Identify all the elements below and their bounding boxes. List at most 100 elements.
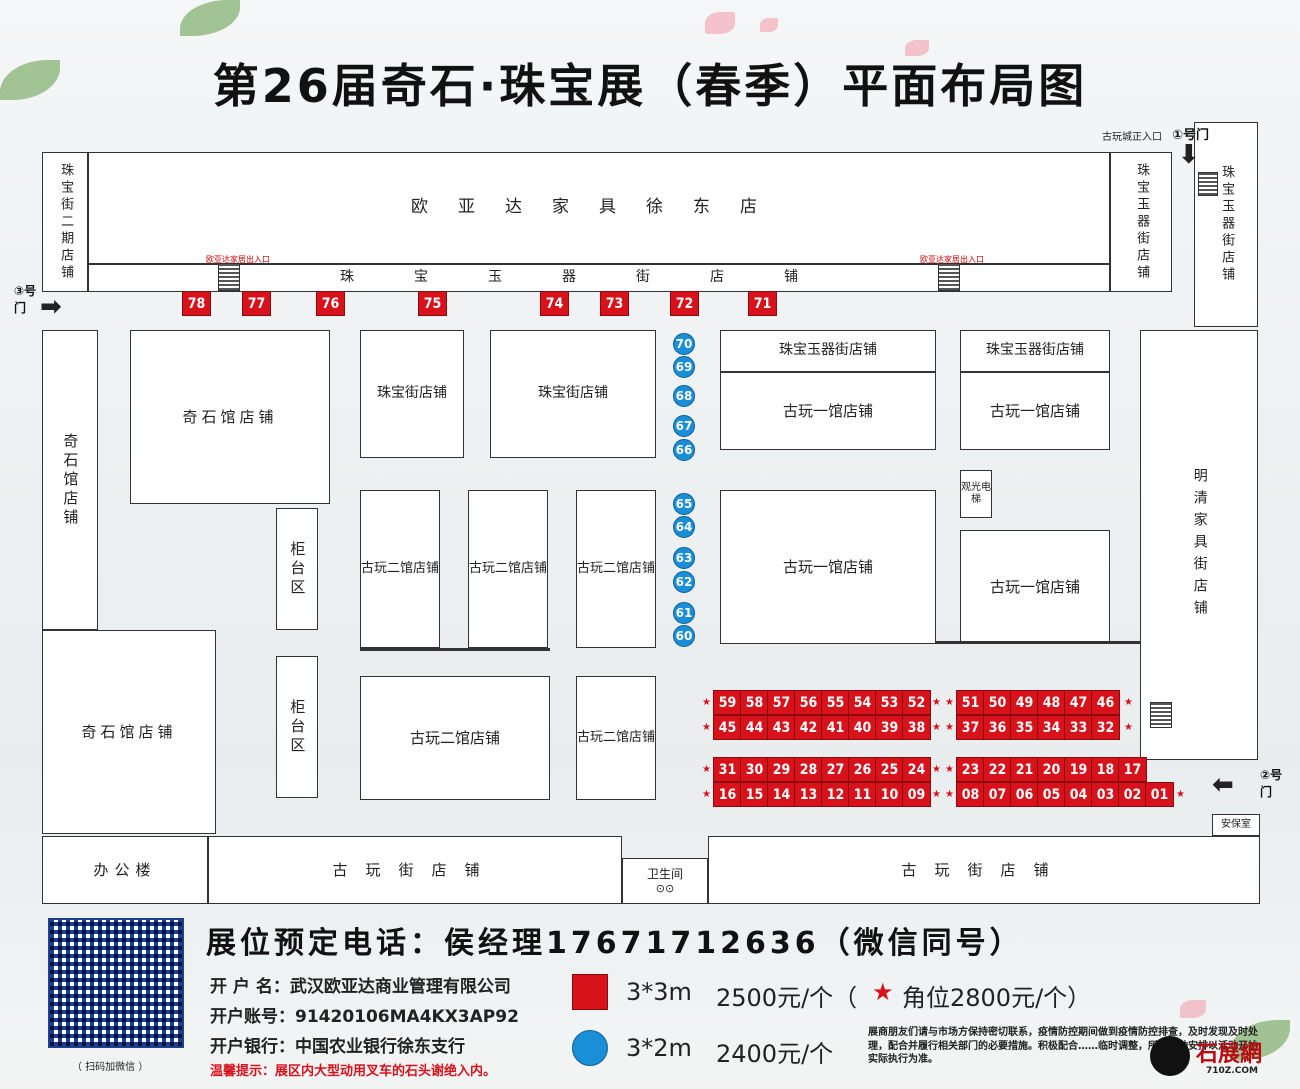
qr-caption: （ 扫码加微信 ） bbox=[72, 1062, 149, 1073]
booth-60[interactable]: 60 bbox=[673, 625, 695, 647]
booth-55[interactable]: 55 bbox=[821, 690, 850, 715]
booth-21[interactable]: 21 bbox=[1010, 757, 1039, 782]
booth-29[interactable]: 29 bbox=[767, 757, 796, 782]
booth-02[interactable]: 02 bbox=[1118, 782, 1147, 807]
booth-46[interactable]: 46 bbox=[1091, 690, 1120, 715]
leaf-decoration bbox=[180, 0, 240, 36]
booth-36[interactable]: 36 bbox=[983, 715, 1012, 740]
booth-15[interactable]: 15 bbox=[740, 782, 769, 807]
corner-star-icon: ★ bbox=[945, 789, 954, 800]
booth-16[interactable]: 16 bbox=[713, 782, 742, 807]
corner-star-icon: ★ bbox=[872, 978, 894, 1006]
booth-19[interactable]: 19 bbox=[1064, 757, 1093, 782]
booth-49[interactable]: 49 bbox=[1010, 690, 1039, 715]
jewel-header-2-label: 珠宝玉器街店铺 bbox=[986, 342, 1084, 359]
booth-09[interactable]: 09 bbox=[902, 782, 931, 807]
booth-08[interactable]: 08 bbox=[956, 782, 985, 807]
booth-59[interactable]: 59 bbox=[713, 690, 742, 715]
booth-34[interactable]: 34 bbox=[1037, 715, 1066, 740]
booth-23[interactable]: 23 bbox=[956, 757, 985, 782]
booth-63[interactable]: 63 bbox=[673, 547, 695, 569]
booth-71[interactable]: 71 bbox=[748, 291, 777, 316]
booth-61[interactable]: 61 bbox=[673, 602, 695, 624]
booth-03[interactable]: 03 bbox=[1091, 782, 1120, 807]
booth-77[interactable]: 77 bbox=[242, 291, 271, 316]
booth-24[interactable]: 24 bbox=[902, 757, 931, 782]
stairs-icon bbox=[1198, 172, 1218, 196]
booth-65[interactable]: 65 bbox=[673, 493, 695, 515]
booth-31[interactable]: 31 bbox=[713, 757, 742, 782]
booth-47[interactable]: 47 bbox=[1064, 690, 1093, 715]
petal-decoration bbox=[905, 40, 929, 56]
stairs-icon bbox=[218, 263, 240, 291]
booth-17[interactable]: 17 bbox=[1118, 757, 1147, 782]
booth-01[interactable]: 01 bbox=[1145, 782, 1174, 807]
booth-43[interactable]: 43 bbox=[767, 715, 796, 740]
block-restroom: 卫生间 ⊙⊙ bbox=[622, 858, 708, 904]
booth-52[interactable]: 52 bbox=[902, 690, 931, 715]
booth-22[interactable]: 22 bbox=[983, 757, 1012, 782]
booth-28[interactable]: 28 bbox=[794, 757, 823, 782]
booth-13[interactable]: 13 bbox=[794, 782, 823, 807]
booth-70[interactable]: 70 bbox=[673, 333, 695, 355]
booth-14[interactable]: 14 bbox=[767, 782, 796, 807]
booth-69[interactable]: 69 bbox=[673, 356, 695, 378]
booth-56[interactable]: 56 bbox=[794, 690, 823, 715]
booth-37[interactable]: 37 bbox=[956, 715, 985, 740]
stairs-icon bbox=[1150, 702, 1172, 728]
legend-red-size: 3*3m bbox=[626, 978, 692, 1006]
booth-44[interactable]: 44 bbox=[740, 715, 769, 740]
booth-38[interactable]: 38 bbox=[902, 715, 931, 740]
booth-78[interactable]: 78 bbox=[182, 291, 211, 316]
booth-32[interactable]: 32 bbox=[1091, 715, 1120, 740]
block-antique2-e: 古玩二馆店铺 bbox=[576, 676, 656, 800]
booth-18[interactable]: 18 bbox=[1091, 757, 1120, 782]
booth-33[interactable]: 33 bbox=[1064, 715, 1093, 740]
block-right-top-inner: 珠宝玉器街店铺 bbox=[1110, 152, 1172, 292]
booth-58[interactable]: 58 bbox=[740, 690, 769, 715]
booth-45[interactable]: 45 bbox=[713, 715, 742, 740]
booth-11[interactable]: 11 bbox=[848, 782, 877, 807]
booth-66[interactable]: 66 bbox=[673, 439, 695, 461]
block-antique2-c: 古玩二馆店铺 bbox=[576, 490, 656, 648]
booth-73[interactable]: 73 bbox=[600, 291, 629, 316]
booth-27[interactable]: 27 bbox=[821, 757, 850, 782]
booth-62[interactable]: 62 bbox=[673, 571, 695, 593]
booth-30[interactable]: 30 bbox=[740, 757, 769, 782]
booth-76[interactable]: 76 bbox=[316, 291, 345, 316]
antique2-a-label: 古玩二馆店铺 bbox=[361, 560, 440, 576]
booth-12[interactable]: 12 bbox=[821, 782, 850, 807]
booth-72[interactable]: 72 bbox=[670, 291, 699, 316]
block-antique1-c: 古玩一馆店铺 bbox=[720, 490, 936, 644]
booth-05[interactable]: 05 bbox=[1037, 782, 1066, 807]
petal-decoration bbox=[705, 12, 735, 34]
booth-06[interactable]: 06 bbox=[1010, 782, 1039, 807]
booth-50[interactable]: 50 bbox=[983, 690, 1012, 715]
legend-corner-price: 角位2800元/个） bbox=[902, 984, 1092, 1012]
booth-74[interactable]: 74 bbox=[540, 291, 569, 316]
booth-41[interactable]: 41 bbox=[821, 715, 850, 740]
booth-68[interactable]: 68 bbox=[673, 385, 695, 407]
booth-64[interactable]: 64 bbox=[673, 516, 695, 538]
booth-57[interactable]: 57 bbox=[767, 690, 796, 715]
booth-20[interactable]: 20 bbox=[1037, 757, 1066, 782]
block-left-long: 奇石馆店铺 bbox=[42, 330, 98, 630]
booth-39[interactable]: 39 bbox=[875, 715, 904, 740]
gate-3-arrow-icon: ➡ bbox=[40, 292, 62, 322]
counter-1-label: 柜台区 bbox=[288, 540, 307, 598]
booth-51[interactable]: 51 bbox=[956, 690, 985, 715]
booth-53[interactable]: 53 bbox=[875, 690, 904, 715]
booth-48[interactable]: 48 bbox=[1037, 690, 1066, 715]
booth-25[interactable]: 25 bbox=[875, 757, 904, 782]
booth-42[interactable]: 42 bbox=[794, 715, 823, 740]
booth-35[interactable]: 35 bbox=[1010, 715, 1039, 740]
booth-04[interactable]: 04 bbox=[1064, 782, 1093, 807]
booth-67[interactable]: 67 bbox=[673, 415, 695, 437]
booth-75[interactable]: 75 bbox=[418, 291, 447, 316]
booth-26[interactable]: 26 bbox=[848, 757, 877, 782]
booth-07[interactable]: 07 bbox=[983, 782, 1012, 807]
block-top-main-label: 欧亚达家具徐东店 bbox=[411, 197, 787, 218]
booth-40[interactable]: 40 bbox=[848, 715, 877, 740]
booth-10[interactable]: 10 bbox=[875, 782, 904, 807]
booth-54[interactable]: 54 bbox=[848, 690, 877, 715]
